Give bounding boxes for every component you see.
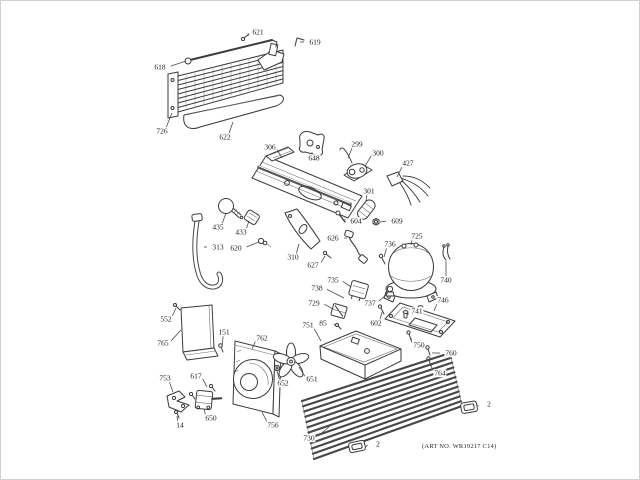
part-label-618: 618 xyxy=(153,62,167,72)
bracket-619 xyxy=(295,38,304,46)
part-label-2: 2 xyxy=(486,399,492,409)
part-label-85: 85 xyxy=(318,318,328,328)
drain-hose-313 xyxy=(192,213,221,287)
screw-14 xyxy=(175,411,180,419)
screws-617 xyxy=(189,384,215,399)
part-label-750: 750 xyxy=(412,340,426,350)
art-number: (ART NO. WR19217 C14) xyxy=(422,443,497,450)
hose-clamp-620 xyxy=(258,238,271,247)
screw-602 xyxy=(378,305,384,314)
part-label-651: 651 xyxy=(305,374,319,384)
screw-552 xyxy=(174,304,181,311)
wire-condenser-grid-730 xyxy=(302,353,462,459)
part-label-626: 626 xyxy=(326,233,340,243)
bolt-604 xyxy=(336,211,345,222)
part-label-650: 650 xyxy=(204,413,218,423)
part-label-726: 726 xyxy=(155,126,169,136)
part-label-737: 737 xyxy=(363,298,377,308)
part-label-738: 738 xyxy=(310,283,324,293)
part-label-299: 299 xyxy=(350,139,364,149)
part-label-619: 619 xyxy=(308,37,322,47)
drain-trough xyxy=(184,95,284,129)
part-label-756: 756 xyxy=(266,420,280,430)
part-label-730: 730 xyxy=(302,433,316,443)
part-label-427: 427 xyxy=(401,158,415,168)
sensor-lead-626 xyxy=(344,230,368,264)
part-label-753: 753 xyxy=(158,373,172,383)
part-label-14: 14 xyxy=(175,420,185,430)
part-label-746: 746 xyxy=(436,295,450,305)
part-label-604: 604 xyxy=(349,216,363,226)
part-label-552: 552 xyxy=(159,314,173,324)
part-label-433: 433 xyxy=(234,227,248,237)
part-label-621: 621 xyxy=(251,27,265,37)
part-label-300: 300 xyxy=(371,148,385,158)
temperature-control xyxy=(340,148,372,181)
foam-pad-bottom xyxy=(348,440,366,453)
part-label-760: 760 xyxy=(444,348,458,358)
screw-627 xyxy=(323,251,331,258)
part-label-741: 741 xyxy=(410,306,424,316)
part-label-740: 740 xyxy=(439,275,453,285)
motor-bracket-753 xyxy=(167,391,189,412)
part-label-2: 2 xyxy=(375,439,381,449)
part-label-620: 620 xyxy=(229,243,243,253)
fan-motor-bracket-648 xyxy=(299,131,324,155)
part-label-762: 762 xyxy=(255,333,269,343)
part-label-652: 652 xyxy=(276,378,290,388)
condenser-mount-tube xyxy=(185,34,304,64)
fan-motor-650 xyxy=(195,390,222,411)
part-label-301: 301 xyxy=(362,186,376,196)
condenser-coil xyxy=(168,43,284,118)
part-label-435: 435 xyxy=(211,222,225,232)
part-label-609: 609 xyxy=(390,216,404,226)
part-label-622: 622 xyxy=(218,132,232,142)
part-label-751: 751 xyxy=(301,320,315,330)
drain-pan-751 xyxy=(320,331,401,379)
nut-609 xyxy=(373,219,379,226)
fan-shroud-762 xyxy=(233,341,281,417)
side-panel-765 xyxy=(181,305,218,360)
part-label-602: 602 xyxy=(369,318,383,328)
part-label-617: 617 xyxy=(189,371,203,381)
part-label-313: 313 xyxy=(211,242,225,252)
part-label-765: 765 xyxy=(156,338,170,348)
part-label-627: 627 xyxy=(306,260,320,270)
part-label-725: 725 xyxy=(410,231,424,241)
light-bulb-435 xyxy=(219,199,243,219)
relay-overload-735 xyxy=(348,280,369,302)
screw-736 xyxy=(379,254,385,264)
part-label-764: 764 xyxy=(433,368,447,378)
coil-end-plate xyxy=(168,72,178,118)
part-label-736: 736 xyxy=(383,239,397,249)
screw-621 xyxy=(241,34,249,41)
support-bracket-310 xyxy=(285,209,320,249)
condenser-fan-blade-651 xyxy=(272,343,310,379)
compressor-725 xyxy=(384,243,438,302)
part-label-648: 648 xyxy=(307,153,321,163)
part-label-310: 310 xyxy=(286,252,300,262)
part-label-151: 151 xyxy=(217,327,231,337)
part-label-735: 735 xyxy=(326,275,340,285)
part-label-729: 729 xyxy=(307,298,321,308)
washer-652 xyxy=(274,365,279,370)
part-label-306: 306 xyxy=(263,142,277,152)
clip-740 xyxy=(443,244,450,260)
compressor-base-plate-746 xyxy=(385,303,455,337)
foam-pad-right xyxy=(460,401,478,414)
